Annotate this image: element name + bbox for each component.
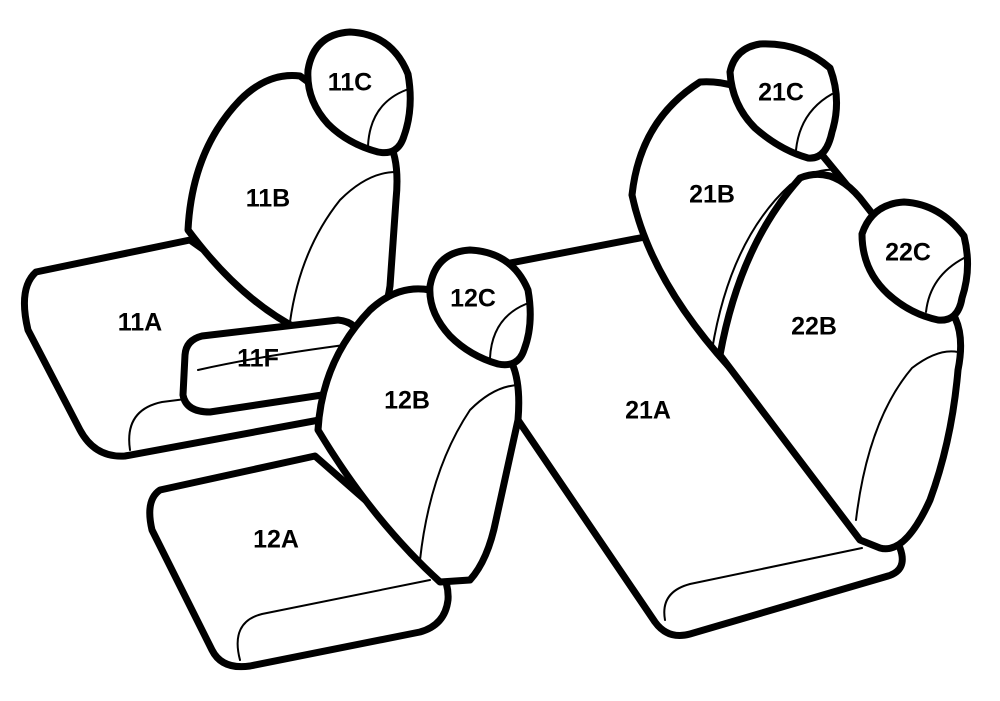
part-22C-rear-headrest[interactable] (858, 198, 971, 324)
part-12C-side-line (489, 303, 527, 359)
part-21A-rear-seat-cushion[interactable] (496, 233, 906, 639)
part-21C-side-line (795, 93, 833, 151)
label-12B: 12B (384, 387, 430, 415)
label-21A: 21A (625, 397, 671, 425)
part-12A-front-edge (236, 579, 431, 661)
label-12C: 12C (450, 285, 496, 313)
part-11F-top-line (197, 343, 353, 371)
part-11A-front-edge (128, 383, 306, 451)
part-22C-side-line (925, 257, 965, 313)
part-11B-side-line (289, 171, 397, 323)
label-12A: 12A (253, 526, 299, 554)
part-22B-side-line (855, 350, 959, 521)
part-11C-side-line (367, 89, 407, 147)
front-left-seat (20, 28, 414, 460)
front-right-seat (146, 246, 534, 671)
part-21A-front-edge (663, 547, 863, 621)
label-21B: 21B (689, 181, 735, 209)
label-11C: 11C (328, 69, 372, 97)
label-11A: 11A (118, 309, 162, 337)
label-11B: 11B (246, 185, 290, 213)
part-12B-side-line (419, 384, 521, 561)
rear-bench-seat (496, 40, 971, 639)
part-11C-headrest[interactable] (304, 28, 414, 157)
label-21C: 21C (758, 79, 804, 107)
part-12B-seat-back[interactable] (314, 285, 523, 586)
label-22C: 22C (885, 239, 931, 267)
part-labels: 11C 11B 11A 11F 12C 12B 12A 21C 21B 21A … (118, 69, 931, 554)
label-22B: 22B (791, 313, 837, 341)
part-21C-rear-headrest[interactable] (726, 40, 841, 162)
part-12C-headrest[interactable] (426, 246, 534, 369)
label-11F: 11F (237, 345, 279, 373)
